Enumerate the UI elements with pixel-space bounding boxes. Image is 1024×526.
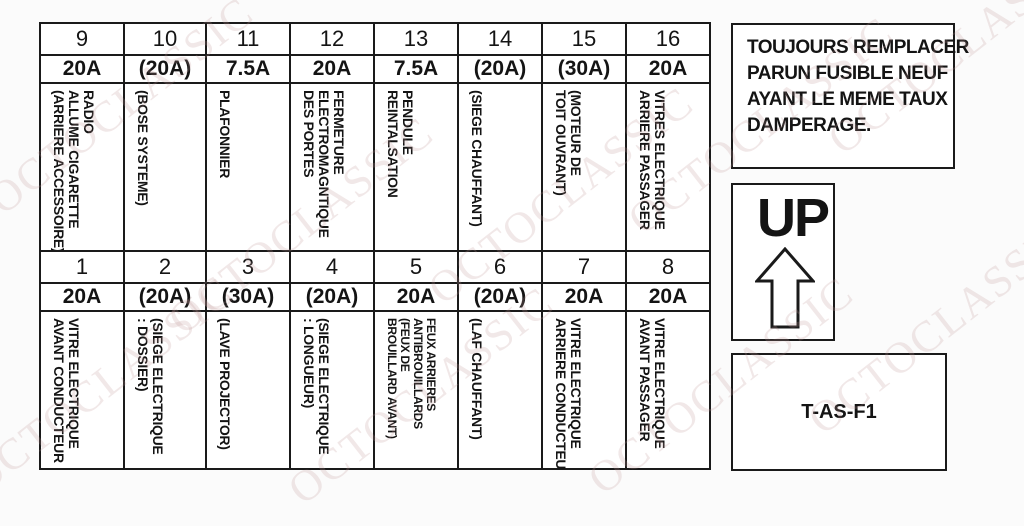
fuse-number: 7 <box>543 252 627 282</box>
fuse-number: 15 <box>543 24 627 54</box>
fuse-description-cell: RADIO ALLUME CIGARETTE (ARRIERE ACCESSOI… <box>41 82 125 252</box>
fuse-number: 4 <box>291 252 375 282</box>
fuse-amperage: 20A <box>648 56 688 80</box>
fuse-description: (BOSE SYSTEME) <box>135 90 151 206</box>
notice-line: AYANT LE MEME TAUX <box>747 89 948 110</box>
fuse-amperage: 20A <box>41 282 125 310</box>
fuse-description: VITRE ELECTRIQUE ARRIERE CONDUCTEUR <box>553 318 584 470</box>
fuse-amperage-row: 20A (20A) 7.5A 20A 7.5A (20A) (30A) 20A <box>41 54 709 84</box>
fuse-description: (SIEGE CHAUFFANT) <box>469 90 485 227</box>
fuse-amperage: (30A) <box>207 282 291 310</box>
fuse-number: 10 <box>125 24 207 54</box>
fuse-description-cell: VITRE ELECTRIQUE AVANT PASSAGER <box>627 310 709 470</box>
fuse-description-cell: VITRES ELECTRIQUE ARRIERE PASSAGER <box>627 82 709 252</box>
fuse-description-cell: (SIEGE ELECTRIQUE : DOSSIER) <box>125 310 207 470</box>
replacement-notice: TOUJOURS REMPLACER PARUN FUSIBLE NEUF AY… <box>731 23 969 169</box>
fuse-description: VITRE ELECTRIQUE AVANT CONDUCTEUR <box>51 318 82 463</box>
fuse-description-cell: (SIEGE ELECTRIQUE : LONGUEUR) <box>291 310 375 470</box>
fuse-number: 8 <box>661 254 675 279</box>
fuse-table: 9 10 11 12 13 14 15 16 20A (20A) 7.5A 20… <box>39 22 711 470</box>
orientation-box: UP <box>731 183 835 341</box>
fuse-number: 1 <box>41 252 125 282</box>
fuse-description: (SIEGE ELECTRIQUE : DOSSIER) <box>135 318 166 455</box>
fuse-number-row: 1 2 3 4 5 6 7 8 <box>41 252 709 284</box>
fuse-amperage: (30A) <box>543 54 627 82</box>
notice-line: PARUN FUSIBLE NEUF <box>747 63 948 84</box>
fuse-number: 12 <box>291 24 375 54</box>
fuse-number: 11 <box>207 24 291 54</box>
fuse-number: 13 <box>375 24 459 54</box>
part-code: T-AS-F1 <box>801 400 877 423</box>
up-label: UP <box>757 188 830 248</box>
fuse-description-cell: VITRE ELECTRIQUE AVANT CONDUCTEUR <box>41 310 125 470</box>
notice-line: DAMPERAGE. <box>747 115 871 136</box>
fuse-amperage: (20A) <box>125 54 207 82</box>
fuse-description: RADIO ALLUME CIGARETTE (ARRIERE ACCESSOI… <box>51 90 97 252</box>
fuse-description: FEUX ARRIERES ANTIBROUILLARDS (FEUX DE B… <box>385 318 438 439</box>
fuse-number: 9 <box>41 24 125 54</box>
fuse-amperage: 7.5A <box>375 54 459 82</box>
fuse-amperage-row: 20A (20A) (30A) (20A) 20A (20A) 20A 20A <box>41 282 709 312</box>
fuse-description: (MOTEUR DE TOIT OUVRANT) <box>553 90 584 196</box>
part-code-box: T-AS-F1 <box>731 353 947 471</box>
fuse-description-cell: (BOSE SYSTEME) <box>125 82 207 252</box>
fuse-description-row: RADIO ALLUME CIGARETTE (ARRIERE ACCESSOI… <box>41 82 709 252</box>
notice-line: TOUJOURS REMPLACER <box>747 37 969 58</box>
fuse-description-cell: FERMETURE ELECTROMAGNTIQUE DES PORTES <box>291 82 375 252</box>
fuse-amperage: 20A <box>543 282 627 310</box>
fuse-description-row: VITRE ELECTRIQUE AVANT CONDUCTEUR (SIEGE… <box>41 310 709 470</box>
fuse-description: VITRE ELECTRIQUE AVANT PASSAGER <box>637 318 668 449</box>
fuse-amperage: 20A <box>291 54 375 82</box>
fuse-amperage: (20A) <box>291 282 375 310</box>
fuse-description: FERMETURE ELECTROMAGNTIQUE DES PORTES <box>301 90 347 238</box>
fuse-amperage: (20A) <box>459 282 543 310</box>
fuse-row-bottom: 1 2 3 4 5 6 7 8 20A (20A) (30A) (20A) 20… <box>41 250 709 470</box>
fuse-description-cell: (LAVE PROJECTOR) <box>207 310 291 470</box>
fuse-amperage: 20A <box>41 54 125 82</box>
fuse-number: 2 <box>125 252 207 282</box>
fuse-amperage: (20A) <box>125 282 207 310</box>
fuse-description-cell: (MOTEUR DE TOIT OUVRANT) <box>543 82 627 252</box>
fuse-amperage: (20A) <box>459 54 543 82</box>
fuse-number-row: 9 10 11 12 13 14 15 16 <box>41 24 709 56</box>
fuse-description: PLAFONNIER <box>217 90 233 179</box>
fuse-row-top: 9 10 11 12 13 14 15 16 20A (20A) 7.5A 20… <box>41 24 709 252</box>
fuse-description: (LAF CHAUFFANT) <box>469 318 485 440</box>
up-arrow-icon <box>755 247 815 329</box>
fuse-amperage: 20A <box>648 284 688 308</box>
fuse-description: VITRES ELECTRIQUE ARRIERE PASSAGER <box>637 90 668 230</box>
fuse-description: PENDULE REINTALSATION <box>385 90 416 198</box>
fuse-description-cell: PENDULE REINTALSATION <box>375 82 459 252</box>
fuse-number: 6 <box>459 252 543 282</box>
fuse-number: 5 <box>375 252 459 282</box>
fuse-amperage: 20A <box>375 282 459 310</box>
fuse-description-cell: PLAFONNIER <box>207 82 291 252</box>
fuse-description-cell: (SIEGE CHAUFFANT) <box>459 82 543 252</box>
fuse-description-cell: (LAF CHAUFFANT) <box>459 310 543 470</box>
fuse-number: 3 <box>207 252 291 282</box>
fuse-amperage: 7.5A <box>207 54 291 82</box>
fuse-number: 16 <box>655 26 681 51</box>
fuse-description: (SIEGE ELECTRIQUE : LONGUEUR) <box>301 318 332 455</box>
fuse-description-cell: VITRE ELECTRIQUE ARRIERE CONDUCTEUR <box>543 310 627 470</box>
fuse-number: 14 <box>459 24 543 54</box>
fuse-description-cell: FEUX ARRIERES ANTIBROUILLARDS (FEUX DE B… <box>375 310 459 470</box>
fuse-description: (LAVE PROJECTOR) <box>217 318 233 450</box>
